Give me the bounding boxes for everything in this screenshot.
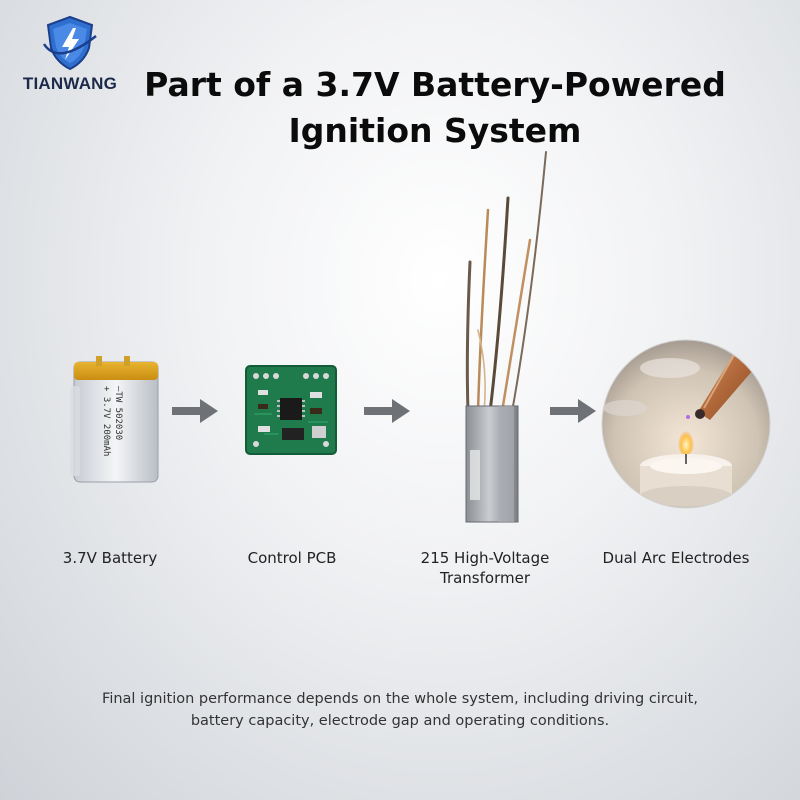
control-pcb-label: Control PCB [247, 549, 337, 567]
arrow-right-icon [364, 399, 410, 423]
footer-note: Final ignition performance depends on th… [40, 688, 760, 732]
transformer-label: 215 High-Voltage Transformer [390, 548, 580, 588]
battery-label: 3.7V Battery [62, 549, 158, 567]
footer-line-1: Final ignition performance depends on th… [102, 691, 698, 707]
battery-illustration: —TW 502030 + 3.7V 200mAh [70, 356, 159, 483]
battery-print-line-1: —TW 502030 [113, 386, 123, 440]
transformer-label-line-2: Transformer [439, 569, 530, 587]
electrodes-label: Dual Arc Electrodes [602, 549, 750, 567]
title-line-2: Ignition System [288, 111, 582, 150]
brand-logo: TIANWANG [14, 14, 126, 94]
dual-arc-electrodes-illustration [601, 339, 771, 509]
transformer-illustration [465, 151, 547, 523]
title-line-1: Part of a 3.7V Battery-Powered [144, 65, 726, 104]
arrow-right-icon [172, 399, 218, 423]
transformer-label-line-1: 215 High-Voltage [420, 549, 550, 567]
control-pcb-illustration [245, 365, 337, 455]
battery-print-line-2: + 3.7V 200mAh [101, 386, 111, 456]
brand-name: TIANWANG [22, 74, 118, 93]
arrow-right-icon [550, 399, 596, 423]
footer-line-2: battery capacity, electrode gap and oper… [190, 713, 610, 729]
page-title: Part of a 3.7V Battery-Powered Ignition … [90, 62, 780, 154]
shield-lightning-icon [42, 15, 97, 71]
